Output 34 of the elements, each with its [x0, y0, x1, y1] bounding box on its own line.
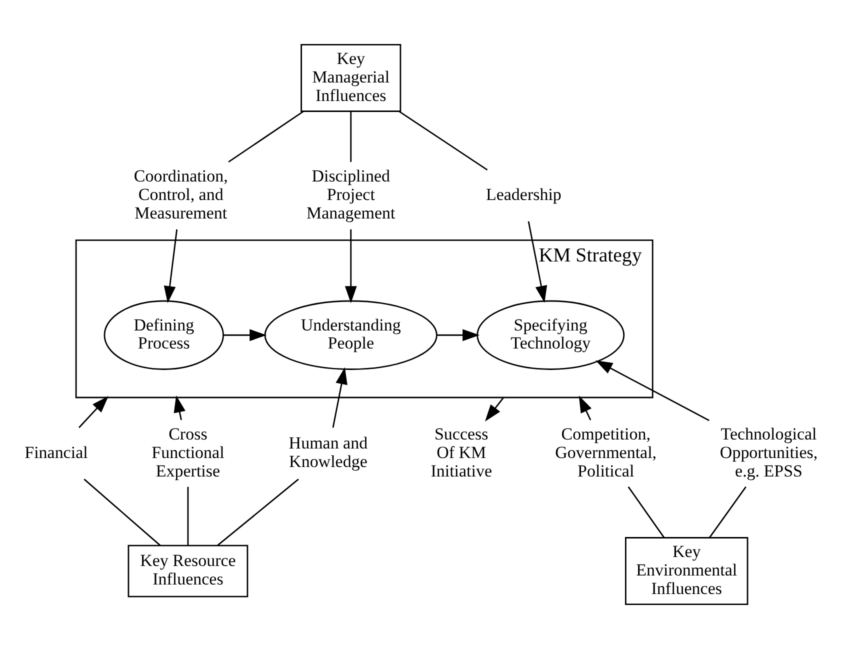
- connector: [187, 486, 189, 546]
- connector: [709, 486, 746, 538]
- node-text: Cross Functional Expertise: [152, 424, 224, 480]
- connector: [350, 111, 352, 162]
- node-text: Disciplined Project Management: [306, 166, 396, 222]
- connector: [84, 478, 161, 546]
- node-ellipse: Defining Process: [104, 300, 224, 370]
- connector: [228, 110, 304, 162]
- node-text: Human and Knowledge: [288, 434, 368, 472]
- arrow: [578, 396, 592, 420]
- arrow: [332, 367, 348, 428]
- arrow: [528, 221, 548, 303]
- arrow: [437, 329, 480, 342]
- node-ellipse: Understanding People: [264, 300, 438, 370]
- arrow: [223, 329, 267, 342]
- connector: [398, 110, 488, 171]
- connector: [628, 486, 665, 538]
- arrow: [174, 395, 186, 420]
- arrow: [78, 396, 109, 428]
- node-text: Success Of KM Initiative: [430, 424, 492, 480]
- node-box: Key Managerial Influences: [300, 44, 402, 112]
- node-text: Leadership: [486, 184, 562, 204]
- node-text: Technological Opportunities, e.g. EPSS: [720, 424, 818, 480]
- arrow: [484, 397, 504, 422]
- connector: [217, 478, 299, 546]
- arrow: [596, 360, 710, 422]
- node-text: Coordination, Control, and Measurement: [134, 166, 228, 222]
- node-box: Key Environmental Influences: [625, 537, 748, 606]
- node-text: Financial: [24, 442, 88, 462]
- node-ellipse: Specifying Technology: [476, 300, 625, 370]
- arrow: [344, 229, 357, 304]
- node-text: Competition, Governmental, Political: [555, 424, 657, 480]
- node-box: Key Resource Influences: [128, 544, 248, 598]
- arrow: [164, 229, 178, 304]
